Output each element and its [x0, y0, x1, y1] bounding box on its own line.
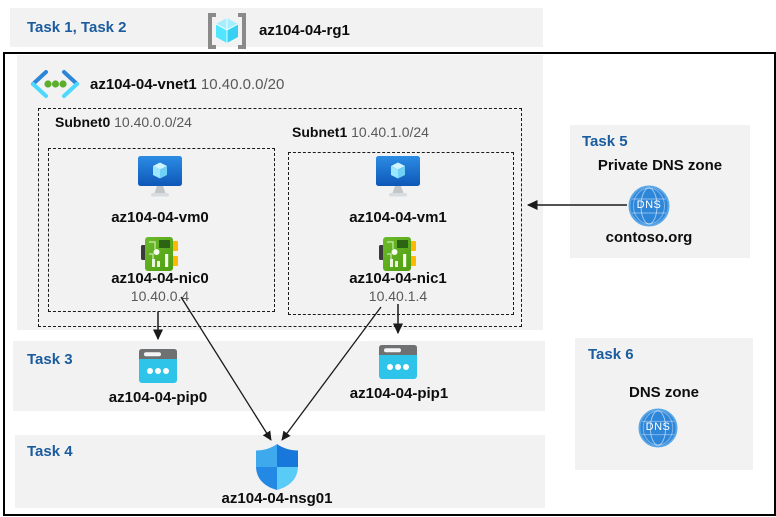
- subnet0-name: Subnet0: [55, 114, 111, 130]
- private-dns-zone-icon: [628, 185, 670, 232]
- subnet-group-box: [38, 108, 522, 327]
- subnet0-box: [48, 148, 275, 312]
- subnet1-name: Subnet1: [292, 124, 348, 140]
- pip0-icon: [139, 349, 177, 388]
- vm0-icon: [138, 156, 182, 203]
- private-dns-icon-text: DNS: [636, 199, 662, 211]
- contoso-zone-label: contoso.org: [605, 229, 693, 246]
- vnet-title: az104-04-vnet1 10.40.0.0/20: [90, 76, 284, 93]
- subnet1-title: Subnet1 10.40.1.0/24: [292, 124, 429, 140]
- resource-group-icon: [203, 11, 251, 56]
- nsg-label: az104-04-nsg01: [221, 490, 333, 507]
- nic0-icon: [141, 237, 179, 276]
- pip1-icon: [379, 345, 417, 384]
- nic1-label: az104-04-nic1: [349, 270, 447, 287]
- dns-zone-title: DNS zone: [628, 384, 699, 401]
- task6-label: Task 6: [588, 346, 634, 363]
- dns-zone-icon: [638, 408, 678, 453]
- vm1-icon: [376, 156, 420, 203]
- nic0-label: az104-04-nic0: [111, 270, 209, 287]
- task3-label: Task 3: [27, 351, 73, 368]
- nic1-icon: [379, 237, 417, 276]
- subnet1-box: [288, 152, 514, 315]
- subnet0-title: Subnet0 10.40.0.0/24: [55, 114, 192, 130]
- pip1-label: az104-04-pip1: [349, 385, 449, 402]
- task6-box: [575, 338, 753, 470]
- vnet-cidr: 10.40.0.0/20: [200, 76, 285, 93]
- task3-band: [13, 341, 545, 411]
- task4-label: Task 4: [27, 443, 73, 460]
- resource-group-name: az104-04-rg1: [259, 22, 350, 39]
- nsg-shield-icon: [256, 444, 298, 495]
- subnet1-cidr: 10.40.1.0/24: [351, 124, 429, 140]
- vm0-label: az104-04-vm0: [111, 209, 209, 226]
- virtual-network-icon: [29, 69, 81, 104]
- vnet-name: az104-04-vnet1: [90, 76, 197, 93]
- dns-zone-icon-text: DNS: [645, 421, 671, 433]
- task5-label: Task 5: [582, 133, 628, 150]
- private-dns-zone-title: Private DNS zone: [597, 157, 723, 174]
- vm1-label: az104-04-vm1: [349, 209, 447, 226]
- nic1-ip: 10.40.1.4: [368, 288, 428, 304]
- subnet0-cidr: 10.40.0.0/24: [114, 114, 192, 130]
- nic0-ip: 10.40.0.4: [130, 288, 190, 304]
- resource-group-header-band: Task 1, Task 2: [10, 8, 543, 47]
- task-1-2-label: Task 1, Task 2: [27, 19, 127, 36]
- vnet-panel: [17, 55, 543, 330]
- pip0-label: az104-04-pip0: [108, 389, 208, 406]
